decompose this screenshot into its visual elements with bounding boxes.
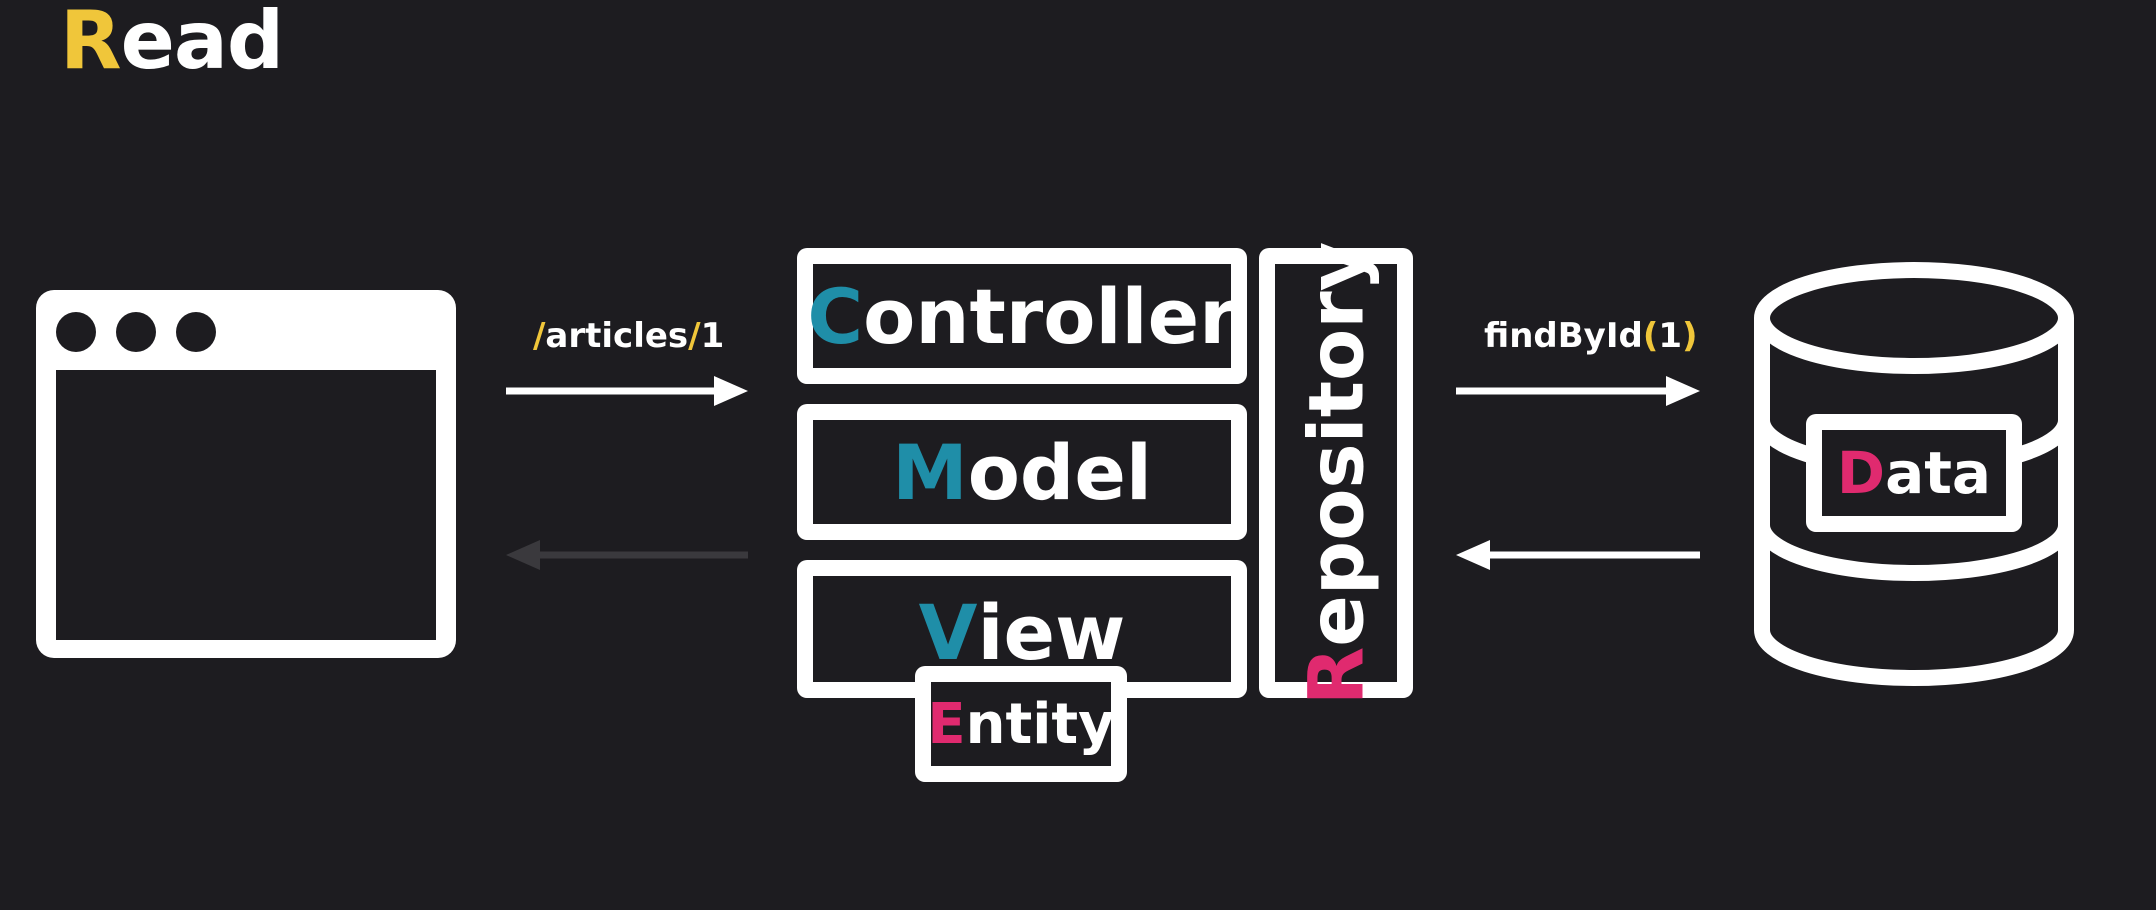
page-title: Read [60,0,285,87]
window-dot-icon [56,312,96,352]
query-function: findById [1484,316,1643,356]
result-arrow-icon [1456,540,1700,570]
url-path: articles [545,316,689,356]
url-slash: / [688,316,701,356]
request-url-label: /articles/1 [533,316,724,356]
view-initial: V [918,588,978,677]
repository-rest: epository [1291,241,1381,647]
query-arg: 1 [1658,316,1683,356]
controller-initial: C [807,271,864,361]
browser-screen [56,370,436,640]
window-dot-icon [116,312,156,352]
data-rest: ata [1885,439,1992,507]
repository-label: Repository [1292,241,1381,705]
repository-box: Repository [1259,241,1413,705]
controller-rest: ontroller [863,271,1237,361]
database-icon [1754,262,2074,686]
model-rest: odel [967,427,1152,517]
url-slash: / [533,316,546,356]
entity-initial: E [927,691,966,757]
query-label: findById(1) [1484,316,1698,356]
query-arrow-icon [1456,376,1700,406]
window-dot-icon [176,312,216,352]
request-arrow-icon [506,376,748,406]
url-id: 1 [700,316,725,356]
view-rest: iew [977,588,1126,677]
query-paren: ( [1642,316,1659,356]
browser-window-icon [36,290,456,658]
title-initial: R [60,0,122,87]
repository-initial: R [1291,646,1381,705]
data-initial: D [1836,439,1886,507]
entity-rest: ntity [965,691,1115,757]
model-initial: M [892,427,968,517]
response-arrow-icon [506,540,748,570]
query-paren: ) [1682,316,1698,356]
title-rest: ead [120,0,285,87]
